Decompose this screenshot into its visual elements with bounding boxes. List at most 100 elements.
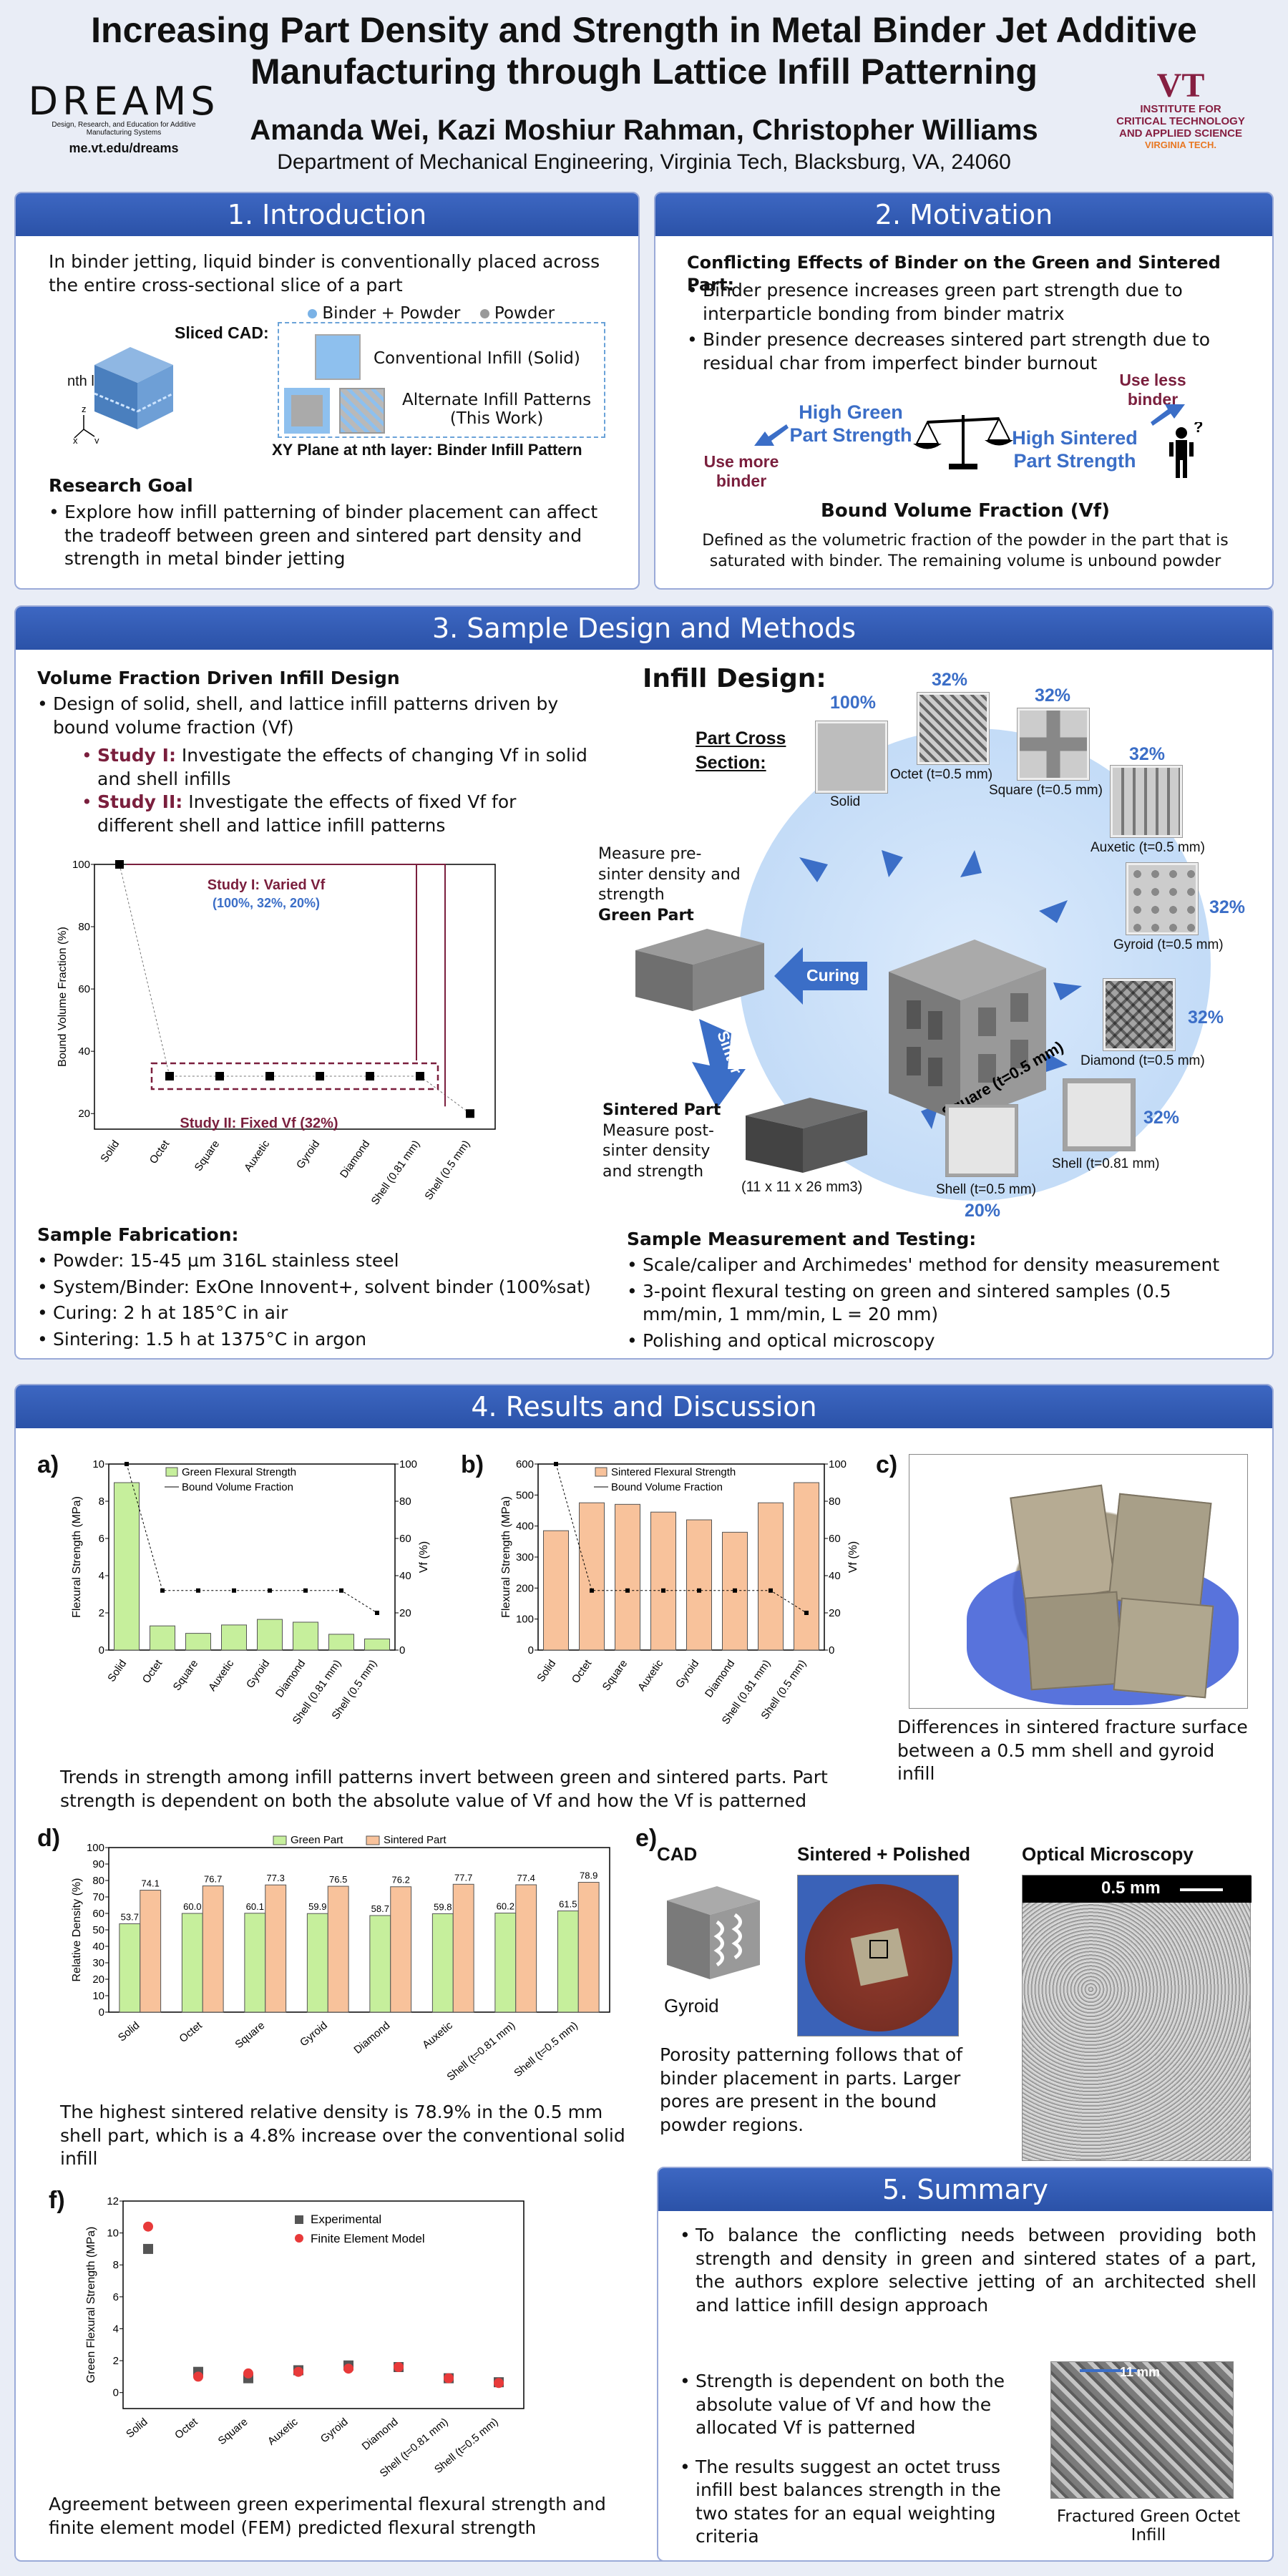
label-e: e) [635,1825,658,1852]
methods-heading: 3. Sample Design and Methods [16,607,1272,650]
summary-panel: 5. Summary To balance the conflicting ne… [657,2167,1274,2562]
x-tick-label: Diamond [338,1138,372,1181]
summary-list-2: Strength is dependent on both the absolu… [677,2370,1028,2552]
tick-label: 10 [107,2228,119,2240]
tile-solid-icon [816,721,887,793]
tick-label: 8 [113,2259,119,2271]
x-tick-label: Octet [570,1657,595,1686]
x-tick-label: Gyroid [294,1138,322,1171]
data-label: 60.0 [183,1901,201,1912]
plot-frame [122,2200,525,2409]
tick-label: 0 [528,1644,534,1657]
vfd-list: Design of solid, shell, and lattice infi… [34,693,592,742]
ictas-logo: VT INSTITUTE FOR CRITICAL TECHNOLOGY AND… [1088,67,1274,151]
tick-label: 0 [829,1644,834,1657]
sliced-cad-label: Sliced CAD: [175,323,269,342]
tick-label: 0 [99,2006,104,2019]
smt-title: Sample Measurement and Testing: [627,1229,977,1249]
arrow-left-icon [754,424,789,446]
tile-shell05-icon [946,1105,1018,1176]
bvf-definition: Defined as the volumetric fraction of th… [702,532,1229,570]
legend: Binder + Powder Powder [308,304,555,323]
x-tick-label: Solid [98,1138,122,1165]
data-label: 78.9 [580,1870,597,1881]
data-label: 77.3 [267,1873,285,1883]
high-sintered-label: High Sintered Part Strength [1012,427,1138,472]
caption-e: Porosity patterning follows that of bind… [660,2044,962,2135]
study-1: • Study I: Investigate the effects of ch… [82,745,587,789]
bar [452,1883,474,2013]
axis-label: Flexural Strength (MPa) [71,1496,83,1618]
sintered-part-block-icon [746,1098,867,1173]
bvf-point [316,1072,324,1080]
x-tick-label: Diamond [360,2416,401,2453]
data-label: 74.1 [142,1878,160,1889]
dreams-logo: DREAMS Design, Research, and Education f… [28,79,220,156]
bar [328,1634,354,1651]
tile-auxetic-icon [1111,766,1182,837]
x-tick-label: Auxetic [265,2416,301,2448]
x-tick-label: Auxetic [206,1657,236,1693]
sintered-polished-label: Sintered + Polished [797,1843,971,1865]
bar [794,1482,819,1651]
vf-point [697,1588,701,1593]
tick-label: 80 [829,1496,841,1508]
data-label: 76.2 [392,1875,410,1885]
bar [202,1885,224,2013]
tick-label: 40 [92,1941,104,1953]
arrow-icon [960,850,982,877]
vf-point [232,1588,236,1593]
arrow-icon [1039,900,1068,923]
tick-label: 40 [399,1570,411,1582]
bar [185,1633,211,1651]
legend-label: Finite Element Model [311,2232,425,2245]
bar [686,1519,712,1651]
svg-text:?: ? [1194,422,1203,436]
tick-label: 90 [92,1858,104,1870]
vf-point [196,1588,200,1593]
study2-annotation: Study II: Fixed Vf (32%) [180,1116,338,1131]
legend-swatch [273,1835,287,1845]
tick-label: 400 [516,1521,534,1533]
intro-text: In binder jetting, liquid binder is conv… [49,251,600,296]
data-label: 59.8 [434,1901,452,1912]
bar [306,1913,328,2013]
tick-label: 70 [92,1891,104,1903]
vf-point [268,1588,272,1593]
vfd-title: Volume Fraction Driven Infill Design [37,668,400,688]
summary-list-1: To balance the conflicting needs between… [677,2224,1257,2320]
study1-annotation-values: (100%, 32%, 20%) [213,896,320,910]
caption-f: Agreement between green experimental fle… [49,2494,606,2538]
svg-text:x: x [73,435,78,444]
fem-point [444,2373,454,2384]
tile-gyroid-label: Gyroid (t=0.5 mm) [1113,937,1224,952]
fab-item: System/Binder: ExOne Innovent+, solvent … [34,1276,607,1299]
microscopy-photo: 0.5 mm [1022,1875,1252,2161]
x-tick-label: Diamond [351,2019,392,2057]
bvf-label: Bound Volume Fraction (Vf) [821,500,1110,522]
vt-logo-icon: VT [1156,67,1205,104]
photo-caption: Fractured Green Octet Infill [1056,2507,1241,2545]
caption-c: Differences in sintered fracture surface… [897,1717,1248,1784]
x-tick-label: Auxetic [242,1138,272,1174]
arrow-right-icon [1151,404,1185,426]
x-tick-label: Shell (t=0.81 mm) [444,2019,517,2083]
smt-list: Scale/caliper and Archimedes' method for… [624,1254,1254,1355]
measure-pre: Measure pre-sinter density and strength … [598,845,741,924]
x-tick-label: Auxetic [420,2019,455,2051]
introduction-panel: 1. Introduction In binder jetting, liqui… [14,192,640,590]
affiliation: Department of Mechanical Engineering, Vi… [277,150,1011,174]
alternate-shell-icon [284,388,330,434]
fab-item: Curing: 2 h at 185°C in air [34,1302,607,1325]
bar [257,1619,283,1651]
pct-octet: 32% [932,670,968,690]
bvf-point [115,860,124,869]
bar [431,1913,454,2013]
tick-label: 0 [113,2387,119,2399]
x-tick-label: Gyroid [244,1658,272,1691]
x-tick-label: Gyroid [673,1658,701,1691]
legend-swatch [295,2234,303,2243]
bar [369,1915,391,2013]
